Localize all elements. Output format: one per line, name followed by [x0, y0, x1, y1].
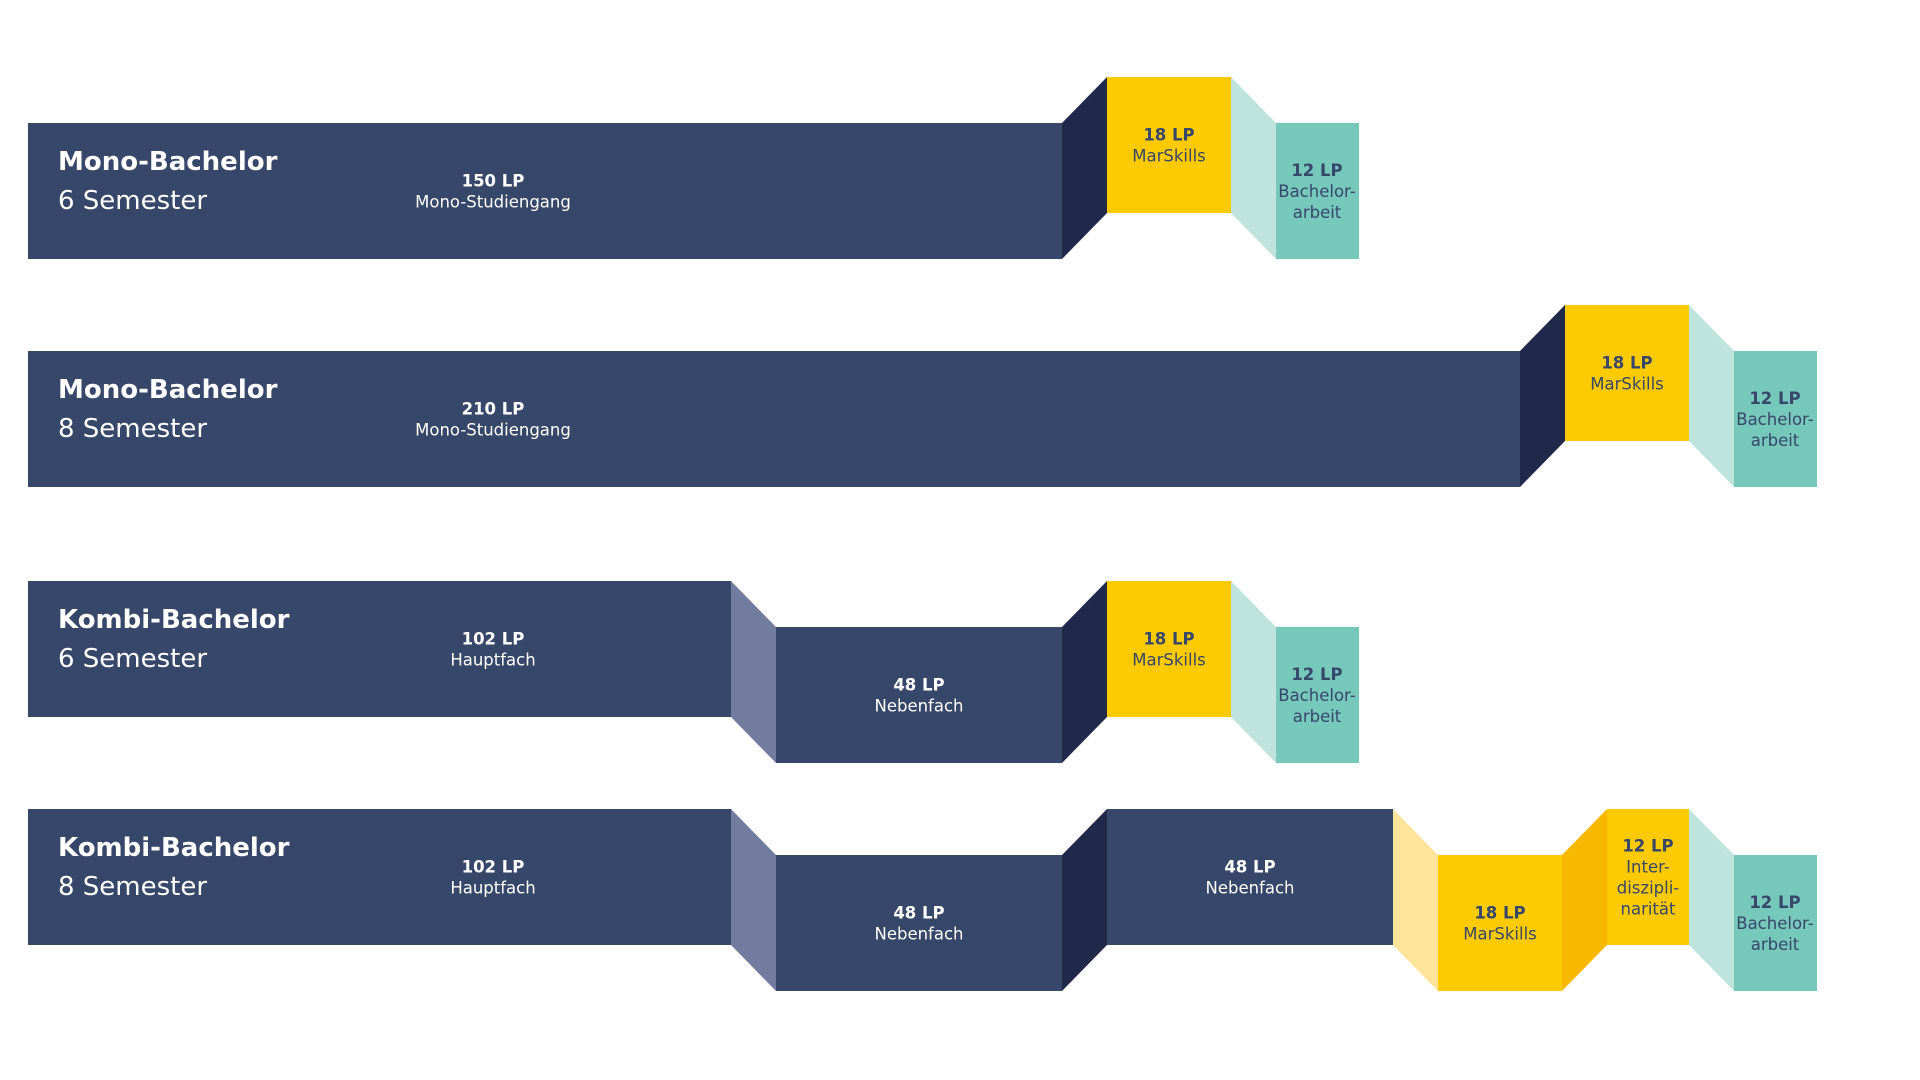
credit-block [1276, 123, 1359, 259]
credit-points-label: 12 LP [1749, 389, 1800, 408]
credit-points-label: 18 LP [1143, 126, 1194, 145]
module-label: narität [1621, 900, 1677, 919]
program-title: Mono-Bachelor [58, 147, 278, 177]
credit-block [1607, 809, 1689, 945]
credit-block [1107, 809, 1393, 945]
program-duration: 8 Semester [58, 414, 207, 444]
module-label: Hauptfach [450, 651, 535, 670]
connector-shape [1393, 809, 1438, 991]
module-label: diszipli- [1617, 879, 1680, 898]
credit-block [1438, 855, 1562, 991]
credit-points-label: 48 LP [893, 904, 944, 923]
module-label: MarSkills [1132, 651, 1206, 670]
module-label: Bachelor- [1736, 410, 1814, 429]
credit-points-label: 18 LP [1143, 630, 1194, 649]
program-title: Mono-Bachelor [58, 375, 278, 405]
credit-block [1276, 627, 1359, 763]
credit-block [28, 809, 731, 945]
connector-shape [1062, 809, 1107, 991]
connector-shape [1231, 77, 1276, 259]
connector-shape [1062, 581, 1107, 763]
credit-block [1565, 305, 1689, 441]
credit-points-label: 48 LP [1224, 858, 1275, 877]
program-duration: 6 Semester [58, 644, 207, 674]
credit-block [28, 123, 1062, 259]
module-label: MarSkills [1590, 375, 1664, 394]
connector-shape [731, 809, 776, 991]
program-duration: 8 Semester [58, 872, 207, 902]
credit-points-label: 102 LP [462, 630, 525, 649]
connector-shape [1562, 809, 1607, 991]
program-duration: 6 Semester [58, 186, 207, 216]
module-label: Inter- [1626, 858, 1670, 877]
credit-points-label: 18 LP [1474, 904, 1525, 923]
connector-shape [1062, 77, 1107, 259]
connector-shape [1520, 305, 1565, 487]
credit-block [28, 351, 1520, 487]
module-label: Mono-Studiengang [415, 193, 571, 212]
credit-block [1107, 581, 1231, 717]
credit-block [28, 581, 731, 717]
module-label: Nebenfach [874, 697, 963, 716]
credit-points-label: 12 LP [1749, 893, 1800, 912]
program-row: Mono-Bachelor 8 Semester 210 LP Mono-Studie… [28, 305, 1817, 487]
credit-points-label: 48 LP [893, 676, 944, 695]
connector-shape [1231, 581, 1276, 763]
connector-shape [1689, 305, 1734, 487]
module-label: arbeit [1293, 203, 1342, 222]
credit-points-label: 18 LP [1601, 354, 1652, 373]
credit-block [776, 855, 1062, 991]
credit-block [1734, 351, 1817, 487]
credit-points-label: 102 LP [462, 858, 525, 877]
module-label: Nebenfach [1205, 879, 1294, 898]
module-label: arbeit [1751, 431, 1800, 450]
program-row: Mono-Bachelor 6 Semester 150 LP Mono-Studie… [28, 77, 1359, 259]
module-label: MarSkills [1132, 147, 1206, 166]
module-label: Bachelor- [1278, 686, 1356, 705]
module-label: arbeit [1751, 935, 1800, 954]
credit-points-label: 210 LP [462, 400, 525, 419]
program-row: Kombi-Bachelor 8 Semester 102 LP Hauptfach 4… [28, 809, 1817, 991]
credit-points-label: 12 LP [1622, 837, 1673, 856]
program-title: Kombi-Bachelor [58, 833, 290, 863]
credit-block [1107, 77, 1231, 213]
program-row: Kombi-Bachelor 6 Semester 102 LP Hauptfach 4… [28, 581, 1359, 763]
program-title: Kombi-Bachelor [58, 605, 290, 635]
module-label: Bachelor- [1278, 182, 1356, 201]
credit-points-label: 12 LP [1291, 161, 1342, 180]
module-label: Hauptfach [450, 879, 535, 898]
credit-block [776, 627, 1062, 763]
credit-block [1734, 855, 1817, 991]
module-label: Mono-Studiengang [415, 421, 571, 440]
credit-points-label: 150 LP [462, 172, 525, 191]
connector-shape [731, 581, 776, 763]
credit-points-label: 12 LP [1291, 665, 1342, 684]
module-label: Bachelor- [1736, 914, 1814, 933]
module-label: Nebenfach [874, 925, 963, 944]
connector-shape [1689, 809, 1734, 991]
module-label: MarSkills [1463, 925, 1537, 944]
module-label: arbeit [1293, 707, 1342, 726]
